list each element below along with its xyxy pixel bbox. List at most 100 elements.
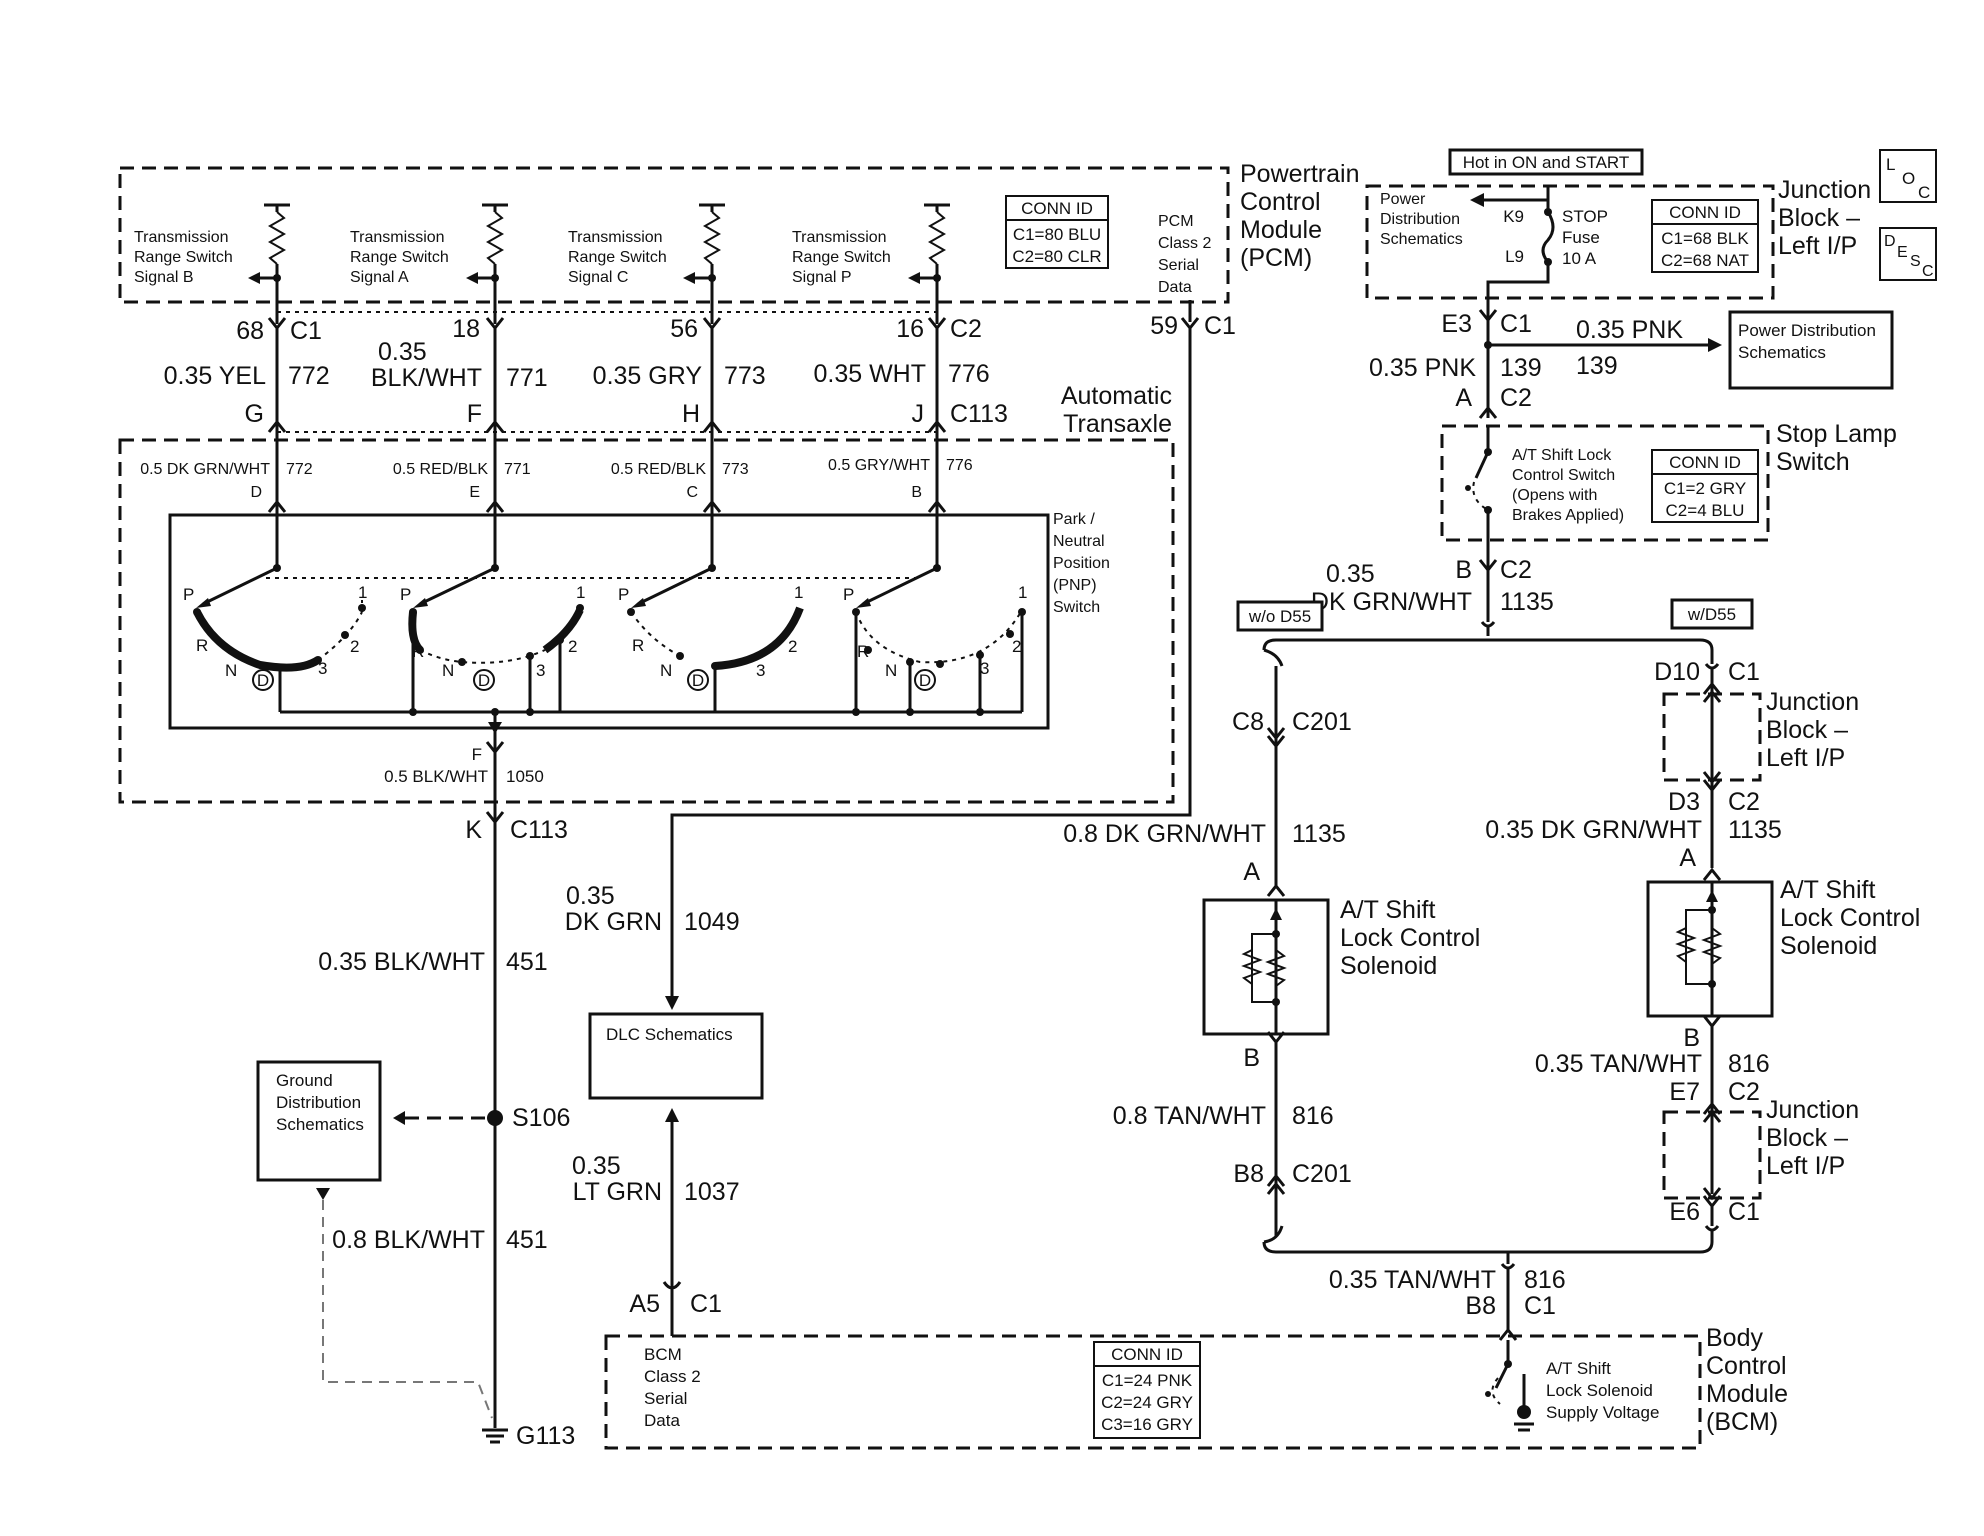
stop-pin-e3: E3: [1441, 310, 1472, 338]
input-772-wire: 0.5 DK GRN/WHT: [140, 461, 270, 478]
stop-title-1: Stop Lamp: [1776, 420, 1897, 448]
pcm-title-2: Control: [1240, 188, 1321, 216]
s3-n: N: [660, 661, 672, 680]
pcm-conn-c2: C2: [950, 315, 982, 343]
s2-n: N: [442, 661, 454, 680]
stop-branch-circuit: 139: [1576, 352, 1618, 380]
dlc-box-label: DLC Schematics: [606, 1025, 733, 1044]
tx-out-wire: 0.5 BLK/WHT: [384, 767, 488, 786]
opt-right-wire: 0.35 DK GRN/WHT: [1485, 816, 1702, 844]
signal-c-line1: Transmission: [568, 229, 663, 246]
opt-left-pin-b: B: [1243, 1044, 1260, 1072]
s2-3: 3: [536, 661, 545, 680]
stop-wire: 0.35 PNK: [1369, 354, 1476, 382]
opt-left-conn-c201: C201: [1292, 708, 1352, 736]
pcm-conn-c1: C1: [290, 317, 322, 345]
pcm-serial-4: Data: [1158, 279, 1192, 296]
stop-out-pin-b: B: [1455, 556, 1472, 584]
wire-771-gauge-2: BLK/WHT: [371, 364, 482, 392]
signal-p-line3: Signal P: [792, 269, 852, 286]
input-771-circuit: 771: [504, 461, 531, 478]
ground-wire2: 0.8 BLK/WHT: [332, 1226, 485, 1254]
signal-c-line2: Range Switch: [568, 249, 667, 266]
s3-p: P: [618, 585, 629, 604]
tag-without-d55: [1236, 600, 1324, 632]
dlc-circuit: DLC Schematics 0.35 DK GRN 1049 0.35 LT …: [565, 328, 1192, 1336]
s1-r: R: [196, 636, 208, 655]
opt-left-pin-a: A: [1243, 858, 1260, 886]
pnp-section-1: P R N D 3 2 1: [183, 564, 367, 712]
s1-2: 2: [350, 637, 359, 656]
s1-d: D: [257, 671, 269, 690]
jb-top-title-1: Junction: [1778, 176, 1871, 204]
bcm-supply-3: Supply Voltage: [1546, 1403, 1659, 1422]
opt-right-solenoid: [1646, 880, 1774, 1018]
dlc-conn-c1: C1: [690, 1290, 722, 1318]
opt-right-pin-e6: E6: [1669, 1198, 1700, 1226]
dlc-wire2-1: 0.35: [572, 1152, 621, 1180]
opt-right-circuit: 1135: [1728, 816, 1782, 844]
opt-left-wire2: 0.8 TAN/WHT: [1113, 1102, 1266, 1130]
pnp-line1: Park /: [1053, 511, 1095, 528]
pcm-conn-id-title: CONN ID: [1021, 199, 1093, 218]
pcm-title-4: (PCM): [1240, 244, 1312, 272]
bcm-title-4: (BCM): [1706, 1408, 1778, 1436]
opt-right-circuit2: 816: [1728, 1050, 1770, 1078]
opt-left-sol-1: A/T Shift: [1340, 896, 1435, 924]
opt-right-pin-d10: D10: [1654, 658, 1700, 686]
pnp-switch: P R N D 3 2 1 P R N: [168, 513, 1050, 802]
jb-fuse-2: Fuse: [1562, 228, 1600, 247]
input-772-pin: D: [250, 484, 262, 501]
opt-left-circuit2: 816: [1292, 1102, 1334, 1130]
pcm-title-3: Module: [1240, 216, 1322, 244]
wire-772-circuit: 772: [288, 362, 330, 390]
dlc-schematics-box: [588, 1012, 764, 1100]
pcm-conn-id-c1: C1=80 BLU: [1013, 225, 1101, 244]
pnp-section-4: P R N D 3 2 1: [843, 564, 1027, 712]
input-773-pin: C: [686, 484, 698, 501]
pcm-signal-p: Transmission Range Switch Signal P: [792, 203, 950, 324]
opt-right-jb-3: Left I/P: [1766, 744, 1845, 772]
pcm-pin-18: 18: [452, 315, 480, 343]
bcm-title-2: Control: [1706, 1352, 1787, 1380]
gd-line3: Schematics: [276, 1115, 364, 1134]
stop-pin-a: A: [1455, 384, 1472, 412]
splice-s106: [487, 1110, 503, 1126]
bcm-supply-1: A/T Shift: [1546, 1359, 1611, 1378]
stop-switch-4: Brakes Applied): [1512, 507, 1624, 524]
s1-p: P: [183, 585, 194, 604]
s2-d: D: [478, 671, 490, 690]
stop-pd-box: [1728, 310, 1894, 390]
signal-a-line2: Range Switch: [350, 249, 449, 266]
stop-switch-2: Control Switch: [1512, 467, 1615, 484]
jb-conn-id-c1: C1=68 BLK: [1661, 229, 1749, 248]
opt-right-jb2-3: Left I/P: [1766, 1152, 1845, 1180]
junction-block-top: Hot in ON and START Junction Block – Lef…: [1365, 148, 1871, 318]
pcm-transaxle-wires: 0.35 YEL 772 0.35 BLK/WHT 771 0.35 GRY 7…: [164, 328, 1008, 440]
stop-lamp-circuit: E3 C1 0.35 PNK 139 Power Distribution Sc…: [1262, 309, 1897, 651]
jb-pd-2: Distribution: [1380, 211, 1460, 228]
bcm-serial-1: BCM: [644, 1345, 682, 1364]
jb-pd-3: Schematics: [1380, 231, 1463, 248]
s4-n: N: [885, 661, 897, 680]
opt-left-wire: 0.8 DK GRN/WHT: [1063, 820, 1266, 848]
s4-1: 1: [1018, 583, 1027, 602]
s1-3: 3: [318, 659, 327, 678]
s3-3: 3: [756, 661, 765, 680]
tx-pin-g: G: [245, 400, 264, 428]
opt-right-conn-e6: C1: [1728, 1198, 1760, 1226]
input-773-wire: 0.5 RED/BLK: [611, 461, 706, 478]
gd-line2: Distribution: [276, 1093, 361, 1112]
signal-p-line2: Range Switch: [792, 249, 891, 266]
opt-right-jb2-1: Junction: [1766, 1096, 1859, 1124]
bcm-serial-4: Data: [644, 1411, 680, 1430]
wire-776-gauge: 0.35 WHT: [813, 360, 926, 388]
pcm-title-1: Powertrain: [1240, 160, 1360, 188]
ground-pin-k: K: [465, 816, 482, 844]
bcm-circuit: 816: [1524, 1266, 1566, 1294]
ground-circuit: K C113 0.35 BLK/WHT 451 S106 0.8 BLK/WHT…: [256, 802, 575, 1450]
tag-without-d55-label: w/o D55: [1248, 607, 1311, 626]
jb-conn-id-title: CONN ID: [1669, 203, 1741, 222]
dlc-circuit1: 1049: [684, 908, 740, 936]
splice-label: S106: [512, 1104, 570, 1132]
